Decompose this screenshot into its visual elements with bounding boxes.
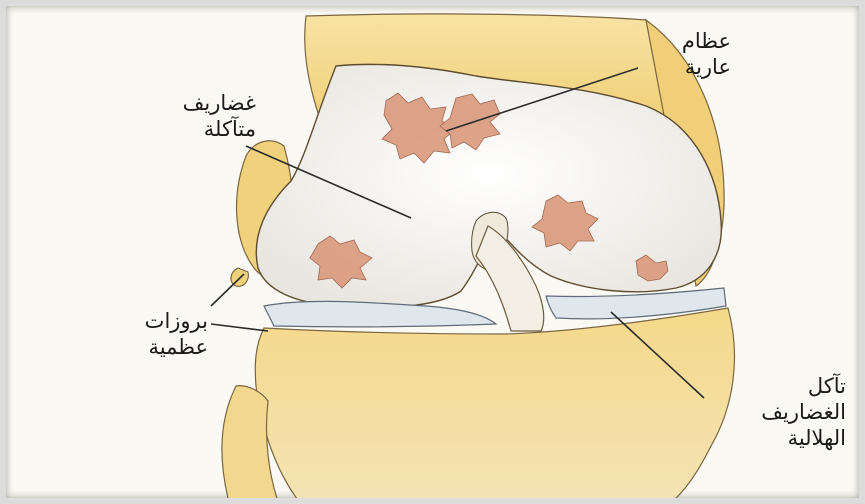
label-meniscus-erosion-line-1: تآكل [706,373,846,399]
label-bare-bone-line-2: عارية [641,54,731,80]
leader-osteophytes-2 [211,324,268,331]
label-eroded-cartilage: غضاريف متآكلة [116,90,256,142]
label-eroded-cartilage-line-2: متآكلة [116,116,256,142]
label-eroded-cartilage-line-1: غضاريف [116,90,256,116]
label-meniscus-erosion: تآكل الغضاريف الهلالية [706,373,846,451]
tibia [255,308,734,504]
label-meniscus-erosion-line-3: الهلالية [706,425,846,451]
label-osteophytes-line-2: عظمية [88,334,208,360]
label-osteophytes-line-1: بروزات [88,308,208,334]
label-bare-bone: عظام عارية [641,28,731,80]
meniscus-left [264,301,496,326]
label-osteophytes: بروزات عظمية [88,308,208,360]
label-meniscus-erosion-line-2: الغضاريف [706,399,846,425]
leader-osteophytes-1 [211,274,244,306]
label-bare-bone-line-1: عظام [641,28,731,54]
